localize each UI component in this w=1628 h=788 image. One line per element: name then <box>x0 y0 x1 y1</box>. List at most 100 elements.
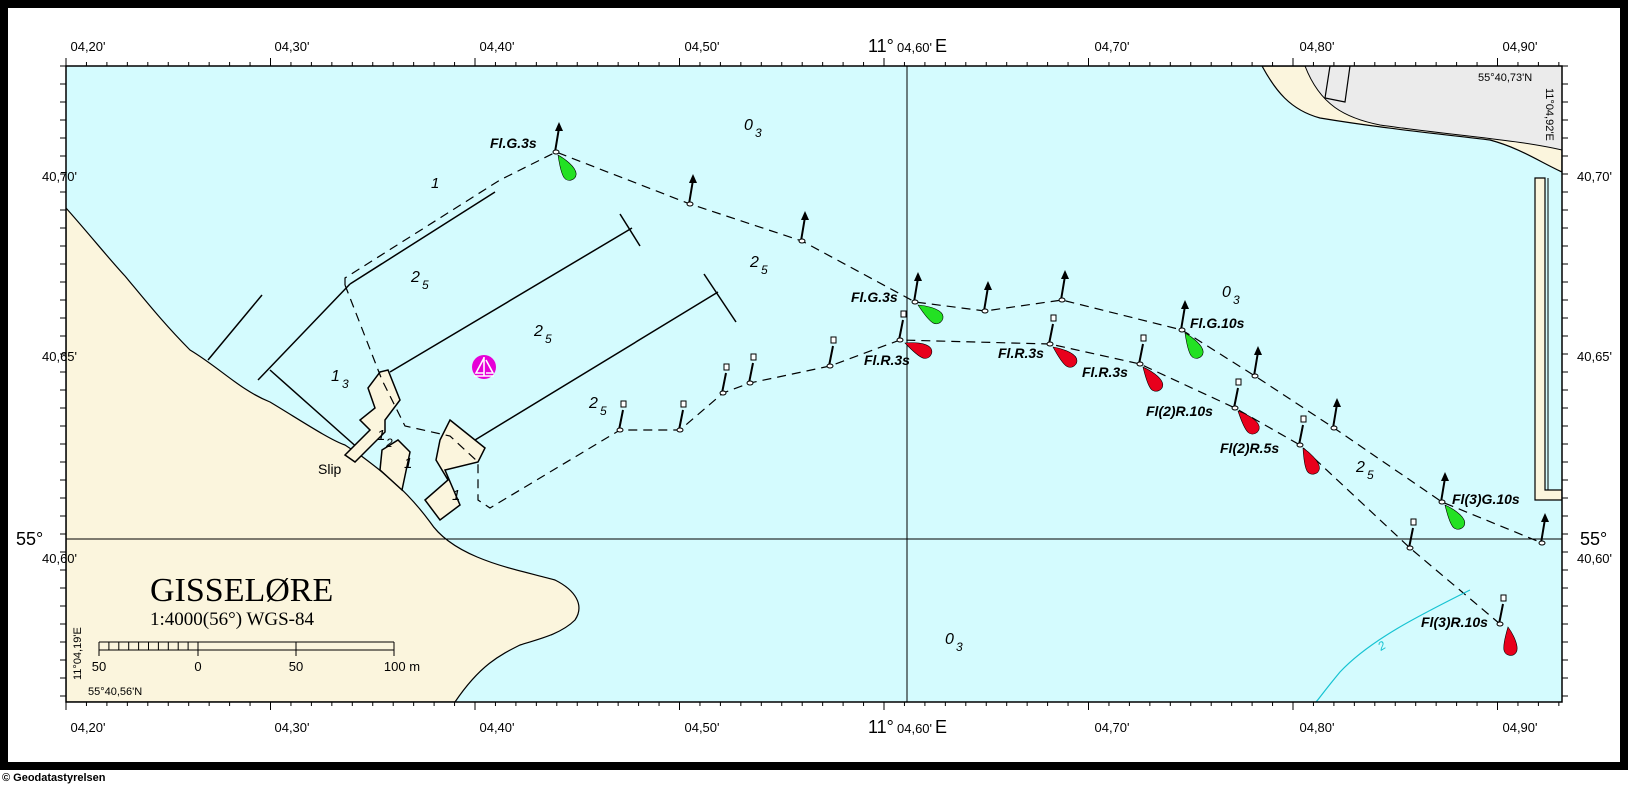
light-label: Fl(3)G.10s <box>1452 491 1520 507</box>
red-light-flare-icon <box>1503 626 1518 656</box>
beacon-arrow-icon <box>1178 300 1189 333</box>
nautical-chart <box>0 0 1628 770</box>
beacons <box>552 122 1549 627</box>
harbour-piers <box>207 191 737 451</box>
beacon-box-icon <box>1406 518 1417 551</box>
beacon-box-icon <box>746 353 757 386</box>
svg-text:0: 0 <box>744 117 753 134</box>
chart-scale: 1:4000(56°) WGS-84 <box>150 609 314 630</box>
lon-main-deg-top: 11° <box>868 36 894 56</box>
light-label: Fl(2)R.10s <box>1146 403 1213 419</box>
svg-text:2: 2 <box>385 436 393 450</box>
corner-sw-lat: 55°40,56'N <box>88 686 142 698</box>
beacon-arrow-icon <box>798 211 809 244</box>
lon-tick-top: 04,80' <box>1299 39 1334 54</box>
beacon-arrow-icon <box>981 281 992 314</box>
lat-tick-left: 40,60' <box>42 551 77 566</box>
lon-tick-bottom: 04,50' <box>684 720 719 735</box>
corner-ne-lon: 11°04,92'E <box>1543 88 1555 141</box>
red-light-flare-icon <box>1237 410 1260 435</box>
beacon-box-icon <box>1496 594 1507 627</box>
light-flares <box>557 154 1518 656</box>
red-light-flare-icon <box>904 342 933 359</box>
light-label: Fl(3)R.10s <box>1421 614 1488 630</box>
slip-structure <box>379 439 411 492</box>
beacon-arrow-icon <box>1058 270 1069 303</box>
map-neatline <box>65 65 1563 703</box>
lon-main-min-top: 04,60' <box>897 40 932 55</box>
svg-text:5: 5 <box>600 404 607 418</box>
beacon-arrow-icon <box>1438 472 1449 505</box>
border-ticks <box>60 58 1568 710</box>
scalebar-label: 50 <box>289 659 303 674</box>
svg-text:3: 3 <box>1233 293 1240 307</box>
red-light-flare-icon <box>1052 346 1078 368</box>
depth-sounding: 1 <box>452 487 460 504</box>
lon-tick-bottom: 04,20' <box>70 720 105 735</box>
light-label: Fl.R.3s <box>864 352 910 368</box>
lat-main-left: 55° <box>16 529 43 549</box>
svg-text:2: 2 <box>749 254 759 271</box>
corner-sw-lon: 11°04,19'E <box>72 627 84 680</box>
svg-text:1: 1 <box>404 455 412 472</box>
svg-text:2: 2 <box>588 395 598 412</box>
lat-tick-right: 40,70' <box>1577 169 1612 184</box>
svg-text:3: 3 <box>755 126 762 140</box>
green-light-flare-icon <box>1184 332 1204 359</box>
lat-main-right: 55° <box>1580 529 1607 549</box>
corner-ne-lat: 55°40,73'N <box>1478 72 1532 84</box>
marina-icon <box>472 355 496 379</box>
harbour-mole <box>423 418 486 522</box>
beacon-box-icon <box>1046 314 1057 347</box>
beacon-arrow-icon <box>1538 513 1549 546</box>
scalebar-label: 100 m <box>384 659 420 674</box>
lon-tick-top: 04,70' <box>1094 39 1129 54</box>
lon-tick-bottom: 04,80' <box>1299 720 1334 735</box>
building <box>1324 66 1351 103</box>
beacon-box-icon <box>616 400 627 433</box>
svg-text:2: 2 <box>533 323 543 340</box>
beacon-box-icon <box>896 310 907 343</box>
light-label: Fl(2)R.5s <box>1220 440 1279 456</box>
beacon-box-icon <box>1136 334 1147 367</box>
svg-text:2: 2 <box>410 269 420 286</box>
lon-tick-top: 04,50' <box>684 39 719 54</box>
light-label: Fl.R.3s <box>998 345 1044 361</box>
chart-title: GISSELØRE <box>150 572 333 609</box>
contour-label: 2 <box>1374 638 1388 654</box>
slip-label: Slip <box>318 461 342 477</box>
depth-contour-2m <box>1315 589 1471 702</box>
svg-text:0: 0 <box>1222 284 1231 301</box>
east-breakwater <box>1534 177 1562 501</box>
beacon-arrow-icon <box>1251 346 1262 379</box>
svg-text:2: 2 <box>1355 459 1365 476</box>
lon-tick-bottom: 04,40' <box>479 720 514 735</box>
beacon-box-icon <box>826 336 837 369</box>
svg-text:1: 1 <box>431 175 439 192</box>
scalebar-label: 0 <box>194 659 201 674</box>
red-light-flare-icon <box>1302 447 1320 475</box>
harbour-quay <box>343 369 401 463</box>
lon-main-deg-bottom: 11° <box>868 717 894 737</box>
lon-main-min-bottom: 04,60' <box>897 721 932 736</box>
lon-tick-bottom: 04,90' <box>1502 720 1537 735</box>
beacon-box-icon <box>676 400 687 433</box>
light-label: Fl.G.10s <box>1190 315 1245 331</box>
svg-text:0: 0 <box>945 631 954 648</box>
beacon-arrow-icon <box>911 272 922 305</box>
svg-text:1: 1 <box>452 487 460 504</box>
lon-tick-top: 04,40' <box>479 39 514 54</box>
lat-tick-left: 40,65' <box>42 349 77 364</box>
lon-tick-bottom: 04,70' <box>1094 720 1129 735</box>
scale-bar <box>98 641 395 656</box>
light-label: Fl.R.3s <box>1082 364 1128 380</box>
beacon-arrow-icon <box>686 174 697 207</box>
